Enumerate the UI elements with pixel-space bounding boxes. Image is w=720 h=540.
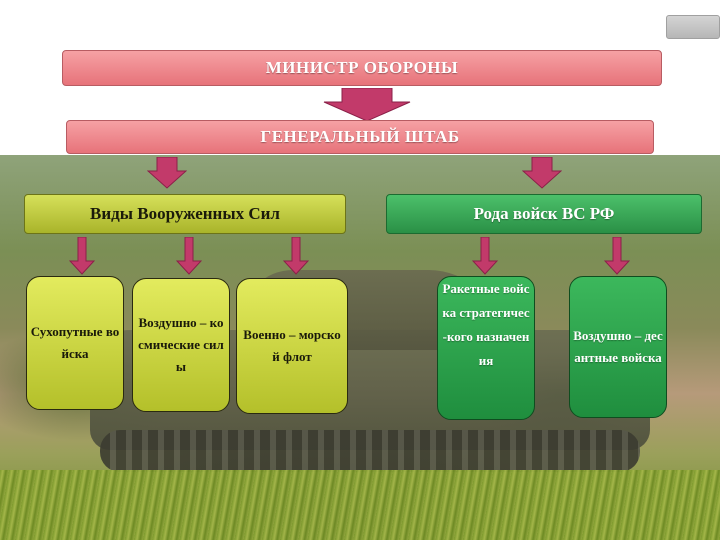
arrow-down-icon <box>522 157 562 189</box>
service-aerospace-forces-box: Воздушно – космические силы <box>132 278 230 412</box>
services-branch-label: Виды Вооруженных Сил <box>90 204 280 223</box>
arms-branch-label: Рода войск ВС РФ <box>473 204 615 223</box>
arrow-down-icon <box>69 237 95 275</box>
arrow-down-icon <box>472 237 498 275</box>
grass-image <box>0 470 720 540</box>
arrow-down-icon <box>604 237 630 275</box>
minister-label: МИНИСТР ОБОРОНЫ <box>265 58 459 77</box>
arms-branch-box: Рода войск ВС РФ <box>386 194 702 234</box>
arm-airborne-label: Воздушно – десантные войска <box>573 328 663 365</box>
arm-airborne-box: Воздушно – десантные войска <box>569 276 667 418</box>
arrow-down-icon <box>147 157 187 189</box>
service-ground-forces-box: Сухопутные войска <box>26 276 124 410</box>
general-staff-box: ГЕНЕРАЛЬНЫЙ ШТАБ <box>66 120 654 154</box>
arrow-down-icon <box>323 88 411 122</box>
arm-strategic-missile-label: Ракетные войска стратегичес-кого назначе… <box>442 281 530 368</box>
arm-strategic-missile-box: Ракетные войска стратегичес-кого назначе… <box>437 276 535 420</box>
service-navy-box: Военно – морской флот <box>236 278 348 414</box>
arrow-down-icon <box>283 237 309 275</box>
slide-control-button[interactable] <box>666 15 720 39</box>
arrow-down-icon <box>176 237 202 275</box>
services-branch-box: Виды Вооруженных Сил <box>24 194 346 234</box>
service-navy-label: Военно – морской флот <box>243 327 341 364</box>
service-aerospace-forces-label: Воздушно – космические силы <box>138 315 224 374</box>
service-ground-forces-label: Сухопутные войска <box>30 324 120 361</box>
general-staff-label: ГЕНЕРАЛЬНЫЙ ШТАБ <box>260 127 460 146</box>
minister-box: МИНИСТР ОБОРОНЫ <box>62 50 662 86</box>
tank-track-image <box>100 430 640 472</box>
